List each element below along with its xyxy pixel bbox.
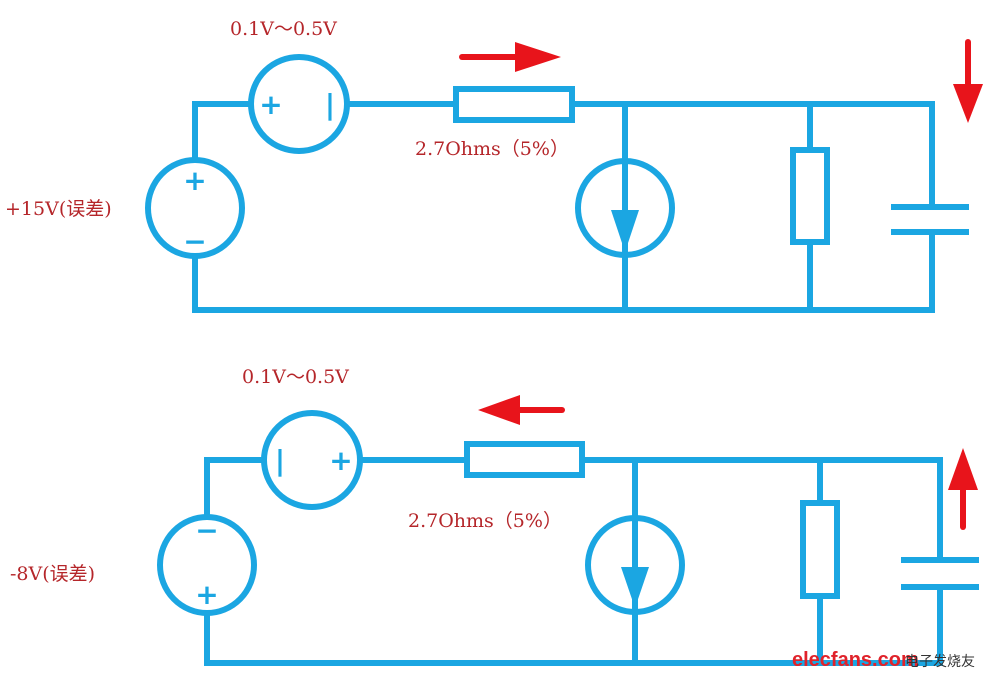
voltage-source-main <box>157 514 257 616</box>
wire <box>204 457 267 520</box>
arrow-left-icon <box>478 395 565 425</box>
resistor-label: 2.7Ohms（5%） <box>415 138 569 160</box>
resistor-series <box>464 441 585 478</box>
polarity-top: + <box>183 164 206 197</box>
current-source <box>575 158 675 258</box>
voltage-source-offset <box>248 54 350 154</box>
arrow-up-icon <box>948 448 978 530</box>
polarity-bottom: − <box>183 225 206 258</box>
resistor-label: 2.7Ohms（5%） <box>408 510 562 532</box>
arrow-right-icon <box>459 42 561 72</box>
resistor-load <box>790 147 830 245</box>
resistor-series <box>453 86 575 123</box>
circuit-top: + − + | 0.1V～0.5V 2.7Ohms（5%） +15V(误差) <box>5 18 983 313</box>
circuit-bottom: − + | + 0.1V～0.5V 2.7Ohms（5%） -8V(误差) <box>10 366 979 666</box>
current-source-arrow-icon <box>621 567 649 608</box>
polarity-top: − <box>195 514 218 547</box>
arrow-down-icon <box>953 39 983 123</box>
voltage-source-main <box>145 157 245 259</box>
wire <box>204 610 943 666</box>
polarity-bottom: + <box>195 578 218 611</box>
offset-source-label: 0.1V～0.5V <box>242 366 349 388</box>
polarity-left: + <box>259 88 282 121</box>
current-source-arrow-icon <box>611 210 639 252</box>
polarity-left: | <box>275 444 285 477</box>
watermark: elecfans.com 电子发烧友 <box>792 649 975 671</box>
voltage-source-offset <box>261 410 363 510</box>
wire <box>192 253 935 313</box>
watermark-brand: elecfans.com <box>792 649 919 671</box>
main-source-label: +15V(误差) <box>5 198 112 220</box>
main-source-label: -8V(误差) <box>10 563 95 585</box>
resistor-load <box>800 500 840 599</box>
watermark-cn: 电子发烧友 <box>905 654 975 670</box>
offset-source-label: 0.1V～0.5V <box>230 18 337 40</box>
polarity-right: | <box>325 88 335 121</box>
current-source <box>585 515 685 615</box>
wire <box>192 101 254 163</box>
polarity-right: + <box>329 444 352 477</box>
